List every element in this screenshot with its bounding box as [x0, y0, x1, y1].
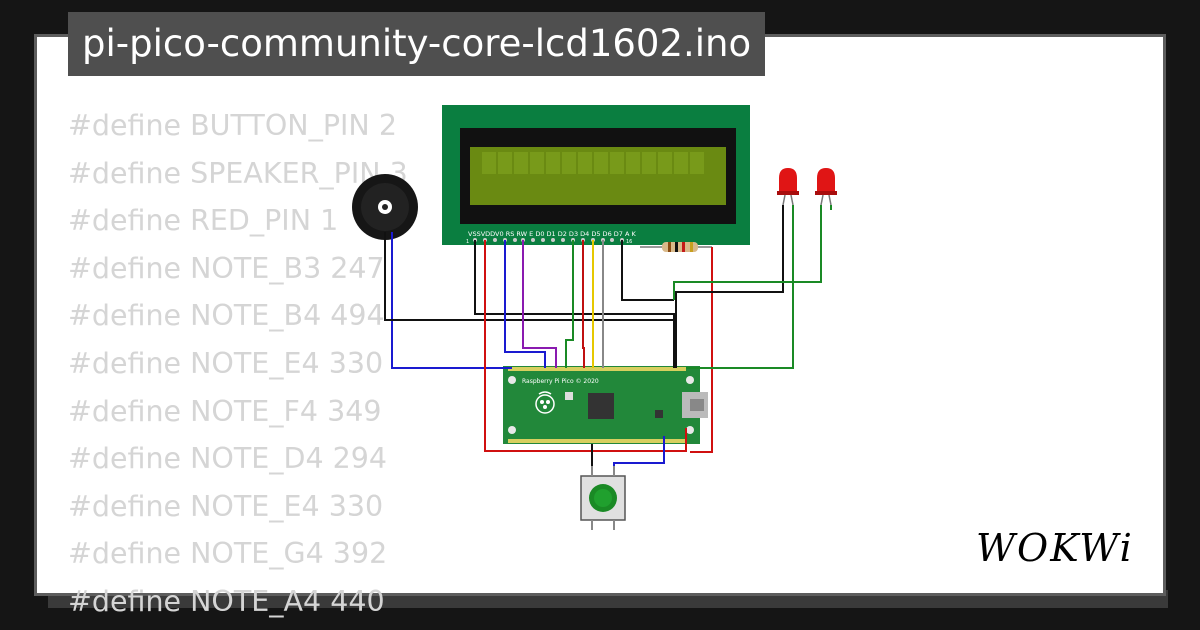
code-line: #define NOTE_E4 330	[68, 346, 384, 380]
code-line: #define NOTE_E4 330	[68, 489, 384, 523]
buzzer	[352, 174, 418, 240]
code-line: #define BUTTON_PIN 2	[68, 109, 397, 142]
code-line: #define RED_PIN 1	[68, 204, 339, 238]
code-line: #define NOTE_D4 294	[68, 442, 388, 476]
pico-board: Raspberry Pi Pico © 2020	[503, 366, 708, 444]
code-line: #define NOTE_B3 247	[68, 251, 385, 285]
led-right	[815, 168, 837, 206]
lcd-pin-last: 16	[626, 239, 632, 245]
lcd-pin-labels: VSSVDDV0 RS RW E D0 D1 D2 D3 D4 D5 D6 D7…	[468, 230, 636, 238]
raspberry-logo	[535, 391, 555, 414]
code-line: #define NOTE_A4 440	[68, 584, 385, 618]
lcd-1602: VSSVDDV0 RS RW E D0 D1 D2 D3 D4 D5 D6 D7…	[442, 105, 750, 245]
code-preview: #define BUTTON_PIN 2 #define SPEAKER_PIN…	[68, 102, 448, 618]
lcd-pin-first: 1	[466, 239, 469, 245]
wires	[384, 205, 832, 466]
resistor	[640, 242, 712, 252]
led-left	[777, 168, 799, 206]
pico-silkscreen: Raspberry Pi Pico © 2020	[522, 378, 599, 385]
push-button	[580, 466, 626, 530]
code-line: #define SPEAKER_PIN 3	[68, 156, 408, 190]
code-line: #define NOTE_G4 392	[68, 537, 388, 571]
wokwi-logo: WOKWi	[976, 526, 1134, 570]
sketch-title: pi-pico-community-core-lcd1602.ino	[68, 12, 766, 76]
code-line: #define NOTE_F4 349	[68, 394, 382, 428]
code-line: #define NOTE_B4 494	[68, 299, 385, 333]
